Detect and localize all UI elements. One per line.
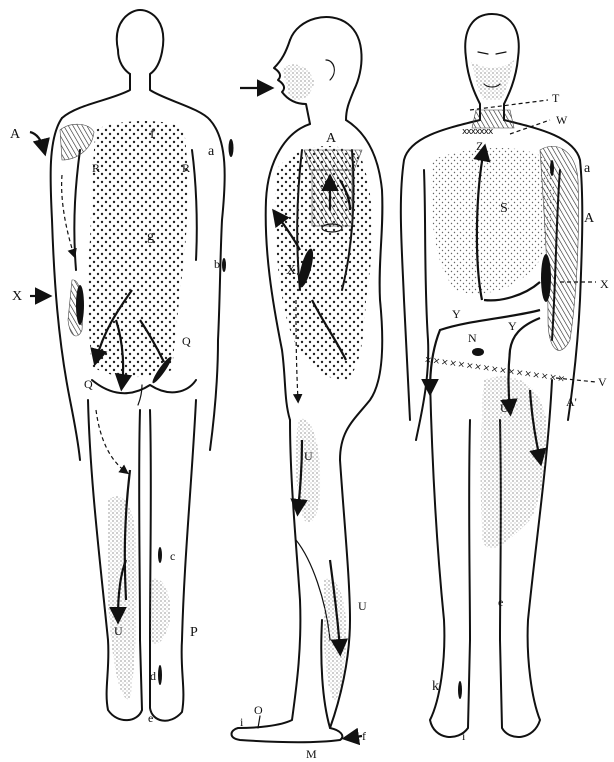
back-label-Q-left: Q — [84, 377, 93, 391]
front-face-stipple — [470, 60, 514, 100]
front-label-A-prime: A' — [566, 395, 577, 409]
figure-front-view: xxxxxxx × × × × × × × × × × × × × × × × … — [401, 14, 609, 743]
side-armpit-hatch — [304, 150, 362, 170]
front-neck-hatch — [472, 110, 514, 128]
front-label-S: S — [500, 201, 508, 216]
front-lesion-n — [472, 348, 484, 356]
front-label-k: k — [432, 679, 439, 694]
side-label-O: O — [254, 703, 263, 717]
back-label-g: g — [147, 229, 154, 244]
back-lesion-b — [222, 258, 226, 272]
front-arm-hatch — [540, 146, 579, 350]
back-label-U: U — [114, 624, 123, 638]
back-label-X: X — [12, 289, 22, 304]
front-label-X: X — [600, 277, 609, 291]
front-label-e: e — [498, 595, 503, 609]
back-lesion-x — [76, 285, 84, 325]
back-calf-stipple — [150, 579, 170, 644]
front-label-V: V — [598, 375, 607, 389]
front-label-W: W — [556, 113, 568, 127]
back-label-A: A — [10, 127, 21, 142]
back-shoulder-hatch — [60, 124, 94, 160]
back-label-f: f — [150, 127, 155, 142]
side-label-U-calf: U — [358, 599, 367, 613]
front-label-N: N — [468, 331, 477, 345]
side-label-A: A — [326, 131, 337, 146]
back-label-P: P — [190, 625, 198, 640]
back-label-c: c — [170, 549, 175, 563]
side-label-X: X — [286, 263, 296, 278]
back-label-a: a — [208, 144, 215, 159]
front-label-T: T — [552, 91, 560, 105]
front-lesion-a — [550, 160, 554, 176]
back-leg-stipple — [108, 496, 137, 700]
front-thigh-stipple — [481, 376, 547, 548]
front-label-U: U — [500, 401, 509, 415]
side-label-U-thigh: U — [304, 449, 313, 463]
figure-back-view: A f a R R g b X Q Q c U P d e — [10, 10, 234, 725]
front-label-a: a — [584, 161, 591, 176]
back-label-e: e — [148, 711, 153, 725]
front-label-Y-left: Y — [452, 307, 461, 321]
figure-side-view: A X U U O i f M — [232, 17, 383, 761]
side-armpit-box — [312, 170, 352, 226]
front-lesion-x — [541, 254, 551, 302]
front-label-A: A — [584, 211, 595, 226]
back-label-Q-right: Q — [182, 334, 191, 348]
back-lesion-d — [158, 665, 162, 685]
back-lesion-a — [229, 139, 234, 157]
back-label-R-right: R — [182, 161, 190, 175]
side-thigh-stipple — [296, 419, 320, 523]
back-label-b: b — [214, 257, 220, 271]
side-label-f: f — [362, 729, 366, 743]
front-lesion-k — [458, 681, 462, 699]
back-label-R-left: R — [92, 161, 100, 175]
back-label-d: d — [150, 669, 156, 683]
front-chest-dotted — [431, 148, 554, 294]
front-label-Z: Z — [476, 139, 483, 153]
front-neck-crosses: xxxxxxx — [462, 127, 494, 137]
side-label-M: M — [306, 747, 317, 761]
side-label-i: i — [240, 715, 244, 729]
side-face-stipple — [282, 64, 314, 100]
front-label-Y-right: Y — [508, 319, 517, 333]
back-lesion-c — [158, 547, 162, 563]
